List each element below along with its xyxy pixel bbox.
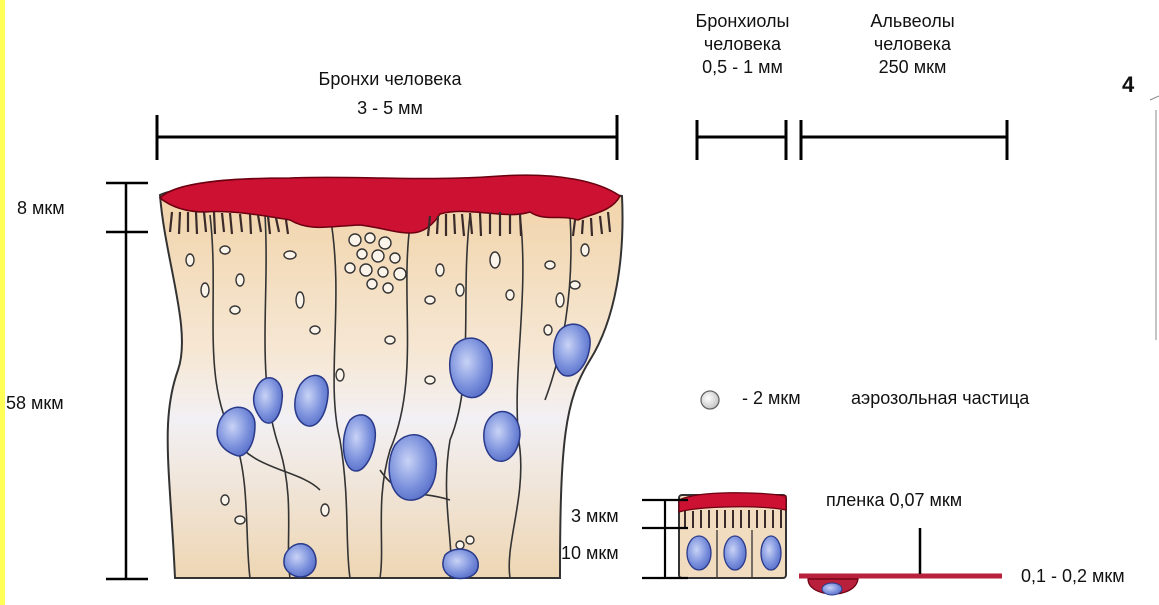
- bronchioles-epithelium: [679, 493, 786, 578]
- bronchioles-mucus-thickness: 3 мкм: [571, 506, 619, 527]
- alveoli-scale-bar: [801, 120, 1007, 160]
- alveoli-wall: [799, 528, 1002, 595]
- alveoli-film-label: пленка 0,07 мкм: [826, 490, 962, 511]
- bronchioles-title: Бронхиолы человека 0,5 - 1 мм: [660, 10, 825, 79]
- aerosol-particle-icon: [701, 391, 719, 409]
- alveoli-title: Альвеолы человека 250 мкм: [830, 10, 995, 79]
- alveoli-wall-thickness: 0,1 - 0,2 мкм: [1021, 566, 1125, 587]
- bronchi-epithelium: [160, 175, 623, 578]
- particle-name: аэрозольная частица: [851, 388, 1073, 409]
- alveoli-size-text: 250 мкм: [830, 56, 995, 79]
- bronchioles-title-line1: Бронхиолы: [660, 10, 825, 33]
- bronchi-scale-bar: [157, 115, 617, 160]
- bronchi-title-text: Бронхи человека: [270, 68, 510, 91]
- bronchioles-epithelium-height: 10 мкм: [561, 543, 619, 564]
- particle-size: - 2 мкм: [742, 388, 801, 409]
- bronchi-size-text: 3 - 5 мм: [270, 97, 510, 120]
- bronchi-title: Бронхи человека 3 - 5 мм: [270, 68, 510, 120]
- alveoli-title-line1: Альвеолы: [830, 10, 995, 33]
- bronchioles-scale-bar: [697, 120, 786, 160]
- bronchi-height-ruler: [106, 183, 148, 579]
- bronchi-epithelium-height: 58 мкм: [6, 393, 64, 414]
- partial-next-figure-edge: [1150, 96, 1159, 340]
- bronchi-mucus-thickness: 8 мкм: [17, 198, 65, 219]
- bronchioles-title-line2: человека: [660, 33, 825, 56]
- alveoli-title-line2: человека: [830, 33, 995, 56]
- figure-number: 4: [1122, 72, 1134, 98]
- bronchioles-size-text: 0,5 - 1 мм: [660, 56, 825, 79]
